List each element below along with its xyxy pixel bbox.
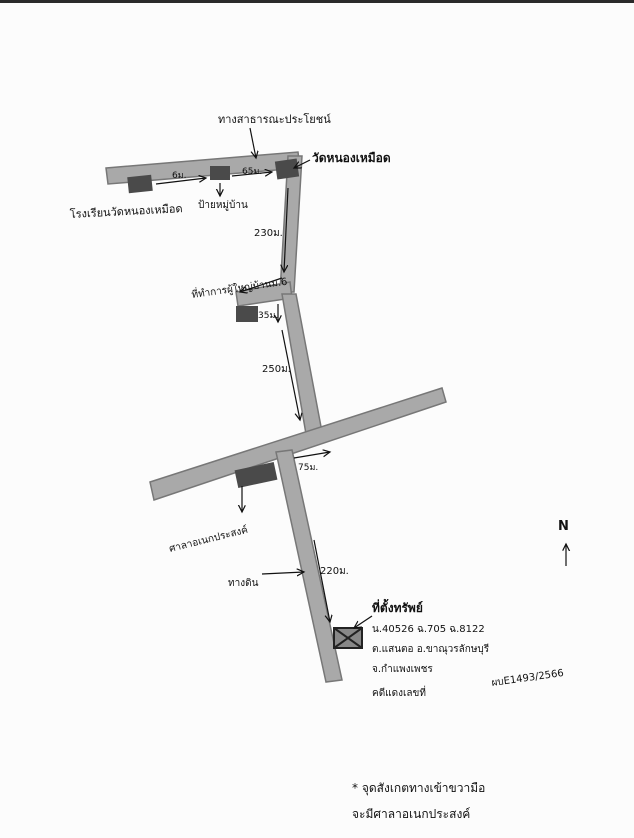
note-line-2: จะมีศาลาอเนกประสงค์	[352, 807, 470, 821]
labels: ทางสาธารณะประโยชน์ วัดหนองเหมือด โรงเรีย…	[69, 112, 568, 821]
case-label: คดีแดงเลขที่	[372, 685, 426, 699]
roads	[105, 151, 447, 683]
annotations	[155, 127, 566, 628]
road-cross-diagonal	[149, 387, 447, 501]
community-hall-label: ศาลาอเนกประสงค์	[168, 524, 249, 555]
distance-75m: 75ม.	[298, 463, 318, 473]
road-upper-vertical	[279, 155, 303, 293]
property-building	[333, 627, 363, 649]
distance-6m: 6ม.	[172, 171, 187, 181]
public-road-label: ทางสาธารณะประโยชน์	[218, 112, 331, 126]
school-building	[127, 174, 153, 194]
location-line-2: จ.กำแพงเพชร	[372, 664, 433, 675]
page-top-edge	[0, 0, 634, 3]
note-line-1: * จุดสังเกตทางเข้าขวามือ	[352, 781, 485, 796]
village-sign-building	[210, 166, 230, 180]
distance-65m: 65ม.	[242, 167, 262, 177]
community-hall-building	[234, 462, 278, 488]
road-dirt-vertical	[275, 449, 343, 683]
village-sign-label: ป้ายหมู่บ้าน	[198, 199, 248, 211]
buildings	[127, 158, 363, 649]
temple-building	[274, 158, 300, 180]
distance-35m: 35ม.	[258, 311, 278, 321]
school-label: โรงเรียนวัดหนองเหมือด	[69, 201, 182, 221]
case-number: ผบE1493/2566	[491, 668, 565, 689]
north-label: N	[558, 519, 569, 534]
dirt-road-label: ทางดิน	[228, 578, 259, 589]
deed-numbers: น.40526 ฉ.705 ฉ.8122	[372, 624, 485, 635]
distance-220m: 220ม.	[320, 566, 349, 577]
distance-250m: 250ม.	[262, 364, 291, 375]
property-label: ที่ตั้งทรัพย์	[372, 598, 423, 615]
distance-230m: 230ม.	[254, 228, 283, 239]
temple-label: วัดหนองเหมือด	[312, 151, 391, 165]
headman-office-building	[236, 306, 258, 322]
location-line-1: ต.แสนตอ อ.ขาณุวรลักษบุรี	[372, 643, 490, 655]
